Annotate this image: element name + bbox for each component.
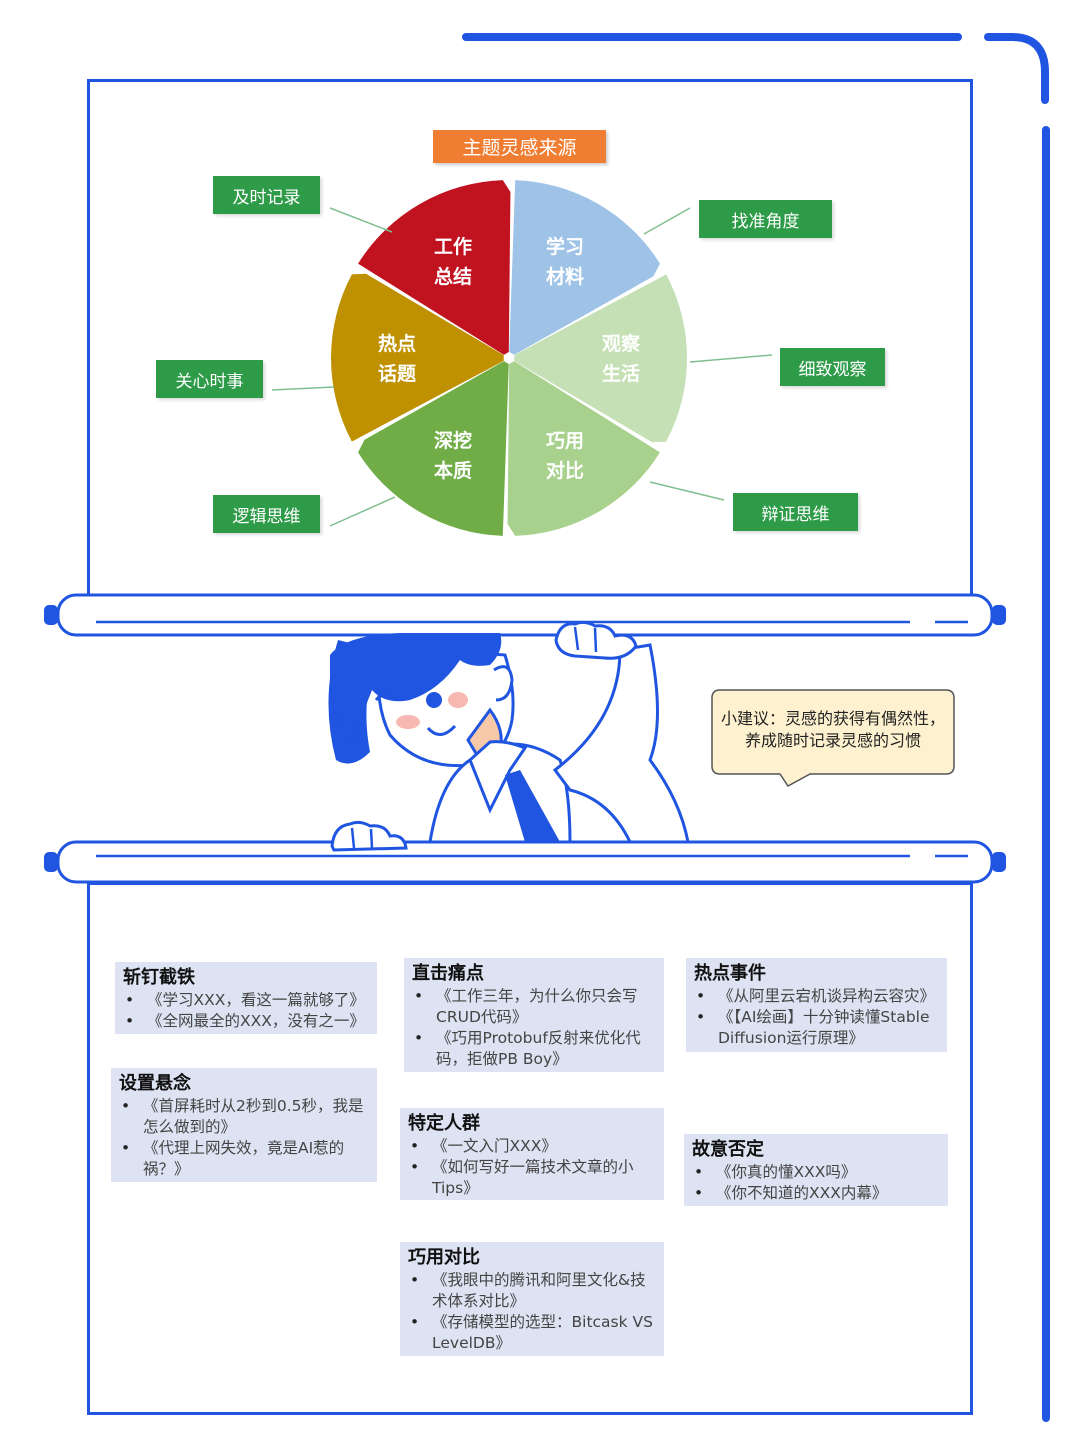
segment-label-line: 话题 <box>378 363 416 385</box>
card-decisive: 斩钉截铁 《学习XXX，看这一篇就够了》 《全网最全的XXX，没有之一》 <box>115 962 377 1034</box>
list-item: 《工作三年，为什么你只会写CRUD代码》 <box>412 986 656 1028</box>
card-title: 斩钉截铁 <box>123 967 195 988</box>
card-title: 特定人群 <box>408 1113 480 1134</box>
segment-label-observe-life: 观察生活 <box>602 332 641 385</box>
card-pain-point: 直击痛点 《工作三年，为什么你只会写CRUD代码》 《巧用Protobuf反射来… <box>404 958 664 1072</box>
tag-current-affairs: 关心时事 <box>156 360 263 398</box>
list-item: 《存储模型的选型：Bitcask VS LevelDB》 <box>408 1312 656 1354</box>
segment-label-work-summary: 工作总结 <box>434 235 472 288</box>
segment-label-line: 本质 <box>434 459 472 482</box>
pie-segment-clever-contrast <box>507 361 660 536</box>
card-title: 巧用对比 <box>408 1247 480 1268</box>
tip-line-1: 小建议：灵感的获得有偶然性， <box>720 709 945 728</box>
tag-careful-observe: 细致观察 <box>780 348 885 386</box>
pie-segment-hot-topic <box>330 273 504 442</box>
list-item: 《你不知道的XXX内幕》 <box>692 1183 940 1204</box>
list-item: 《我眼中的腾讯和阿里文化&技术体系对比》 <box>408 1270 656 1312</box>
tag-logic-thinking: 逻辑思维 <box>213 495 320 533</box>
list-item: 《学习XXX，看这一篇就够了》 <box>123 990 369 1011</box>
list-item: 《首屏耗时从2秒到0.5秒，我是怎么做到的》 <box>119 1096 369 1138</box>
pie-segment-study-material <box>509 180 660 355</box>
segment-label-line: 生活 <box>602 362 640 385</box>
list-item: 《代理上网失效，竟是AI惹的祸？》 <box>119 1138 369 1180</box>
segment-label-dig-essence: 深挖本质 <box>434 429 472 482</box>
card-suspense: 设置悬念 《首屏耗时从2秒到0.5秒，我是怎么做到的》 《代理上网失效，竟是AI… <box>111 1068 377 1182</box>
speech-bubble-shape <box>711 689 955 787</box>
connector-lines <box>271 207 773 527</box>
segment-label-line: 深挖 <box>434 429 472 452</box>
card-title: 故意否定 <box>692 1139 764 1160</box>
list-item: 《一文入门XXX》 <box>408 1136 656 1157</box>
card-negation: 故意否定 《你真的懂XXX吗》 《你不知道的XXX内幕》 <box>684 1134 948 1206</box>
tip-text: 小建议：灵感的获得有偶然性， 养成随时记录灵感的习惯 <box>710 708 956 752</box>
pie-segment-observe-life <box>514 274 687 443</box>
diagram-title: 主题灵感来源 <box>433 130 606 163</box>
segment-label-line: 热点 <box>378 332 416 355</box>
segment-label-clever-contrast: 巧用对比 <box>546 430 584 482</box>
tip-bubble: 小建议：灵感的获得有偶然性， 养成随时记录灵感的习惯 <box>710 688 956 787</box>
card-title: 直击痛点 <box>412 963 484 984</box>
card-hot-events: 热点事件 《从阿里云宕机谈异构云容灾》 《【AI绘画】十分钟读懂Stable D… <box>686 958 947 1052</box>
list-item: 《全网最全的XXX，没有之一》 <box>123 1011 369 1032</box>
card-contrast: 巧用对比 《我眼中的腾讯和阿里文化&技术体系对比》 《存储模型的选型：Bitca… <box>400 1242 664 1356</box>
card-target-group: 特定人群 《一文入门XXX》 《如何写好一篇技术文章的小Tips》 <box>400 1108 664 1200</box>
list-item: 《如何写好一篇技术文章的小Tips》 <box>408 1157 656 1199</box>
pie-segment-dig-essence <box>358 361 509 536</box>
segment-label-line: 总结 <box>434 265 472 288</box>
character-illustration <box>328 620 690 852</box>
segment-label-line: 对比 <box>546 459 584 482</box>
tag-dialectic-thinking: 辩证思维 <box>733 493 858 531</box>
segment-label-line: 巧用 <box>546 430 584 452</box>
list-item: 《从阿里云宕机谈异构云容灾》 <box>694 986 939 1007</box>
tag-timely-record: 及时记录 <box>213 176 320 214</box>
list-item: 《你真的懂XXX吗》 <box>692 1162 940 1183</box>
segment-label-line: 材料 <box>546 265 584 288</box>
list-item: 《【AI绘画】十分钟读懂Stable Diffusion运行原理》 <box>694 1007 939 1049</box>
segment-label-line: 工作 <box>434 235 472 258</box>
segment-label-line: 学习 <box>546 235 584 258</box>
pie-segment-work-summary <box>358 180 511 355</box>
segment-label-hot-topic: 热点话题 <box>378 332 416 385</box>
tip-line-2: 养成随时记录灵感的习惯 <box>744 731 921 750</box>
tag-find-angle: 找准角度 <box>699 200 832 238</box>
segment-label-line: 观察 <box>602 332 641 355</box>
list-item: 《巧用Protobuf反射来优化代码，拒做PB Boy》 <box>412 1028 656 1070</box>
segment-label-study-material: 学习材料 <box>546 235 584 288</box>
card-title: 设置悬念 <box>119 1073 191 1094</box>
card-title: 热点事件 <box>694 963 766 984</box>
